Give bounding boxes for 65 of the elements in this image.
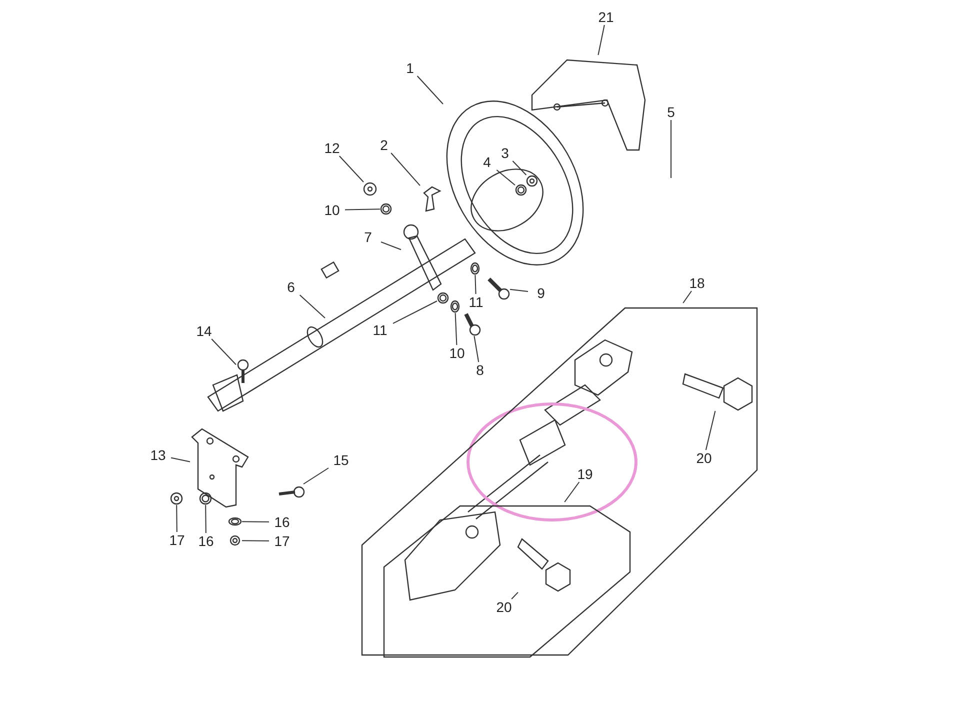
- leader-line: [510, 288, 528, 292]
- leader-line: [564, 482, 580, 502]
- leader-line: [670, 120, 672, 178]
- nut-drawing: [363, 182, 377, 196]
- nut-drawing: [228, 535, 242, 546]
- callout-number: 7: [355, 229, 381, 245]
- leader-line: [176, 504, 178, 532]
- callout-number: 6: [278, 279, 304, 295]
- washer-drawing: [437, 292, 449, 304]
- callout-number: 21: [593, 9, 619, 25]
- leader-line: [338, 156, 364, 182]
- nut-drawing: [170, 492, 183, 505]
- washer-drawing: [515, 184, 527, 196]
- washer-drawing: [199, 492, 212, 505]
- washer-drawing: [380, 203, 392, 215]
- leader-line: [380, 242, 402, 250]
- leader-line: [512, 160, 527, 176]
- callout-number: 18: [684, 275, 710, 291]
- leader-line: [242, 540, 270, 542]
- washer-drawing: [450, 300, 460, 313]
- callout-number: 11: [367, 322, 393, 338]
- leader-line: [344, 208, 380, 210]
- washer-drawing: [228, 517, 242, 526]
- callout-number: 12: [319, 140, 345, 156]
- callout-number: 14: [191, 323, 217, 339]
- callout-number: 16: [269, 514, 295, 530]
- leader-line: [705, 410, 716, 450]
- leader-line: [299, 294, 326, 318]
- callout-number: 11: [463, 294, 489, 310]
- callout-number: 2: [371, 137, 397, 153]
- leader-line: [511, 592, 518, 600]
- callout-number: 17: [269, 533, 295, 549]
- leader-line: [303, 468, 329, 484]
- callout-number: 9: [528, 285, 554, 301]
- callout-number: 10: [444, 345, 470, 361]
- callout-number: 10: [319, 202, 345, 218]
- washer-drawing: [470, 262, 480, 275]
- leader-line: [211, 338, 236, 366]
- bracket-drawing: [190, 427, 250, 509]
- callout-number: 20: [491, 599, 517, 615]
- callout-number: 5: [658, 104, 684, 120]
- leader-line: [496, 170, 516, 186]
- bolt-drawing: [277, 484, 305, 500]
- callout-number: 8: [467, 362, 493, 378]
- callout-number: 15: [328, 452, 354, 468]
- leader-line: [390, 152, 420, 186]
- leader-line: [205, 504, 206, 534]
- callout-number: 20: [691, 450, 717, 466]
- leader-line: [474, 336, 480, 362]
- callout-number: 16: [193, 533, 219, 549]
- bolt-drawing: [236, 360, 250, 384]
- screw-drawing: [486, 276, 510, 300]
- leader-line: [242, 521, 270, 522]
- leader-line: [416, 76, 444, 104]
- callout-number: 1: [397, 60, 423, 76]
- leader-line: [474, 274, 476, 294]
- leader-line: [170, 457, 190, 462]
- nut-drawing: [526, 175, 538, 187]
- leader-line: [682, 290, 692, 304]
- callout-number: 19: [572, 466, 598, 482]
- leader-line: [454, 312, 458, 346]
- callout-number: 13: [145, 447, 171, 463]
- callout-number: 17: [164, 532, 190, 548]
- leader-line: [598, 24, 605, 56]
- leader-line: [392, 300, 438, 324]
